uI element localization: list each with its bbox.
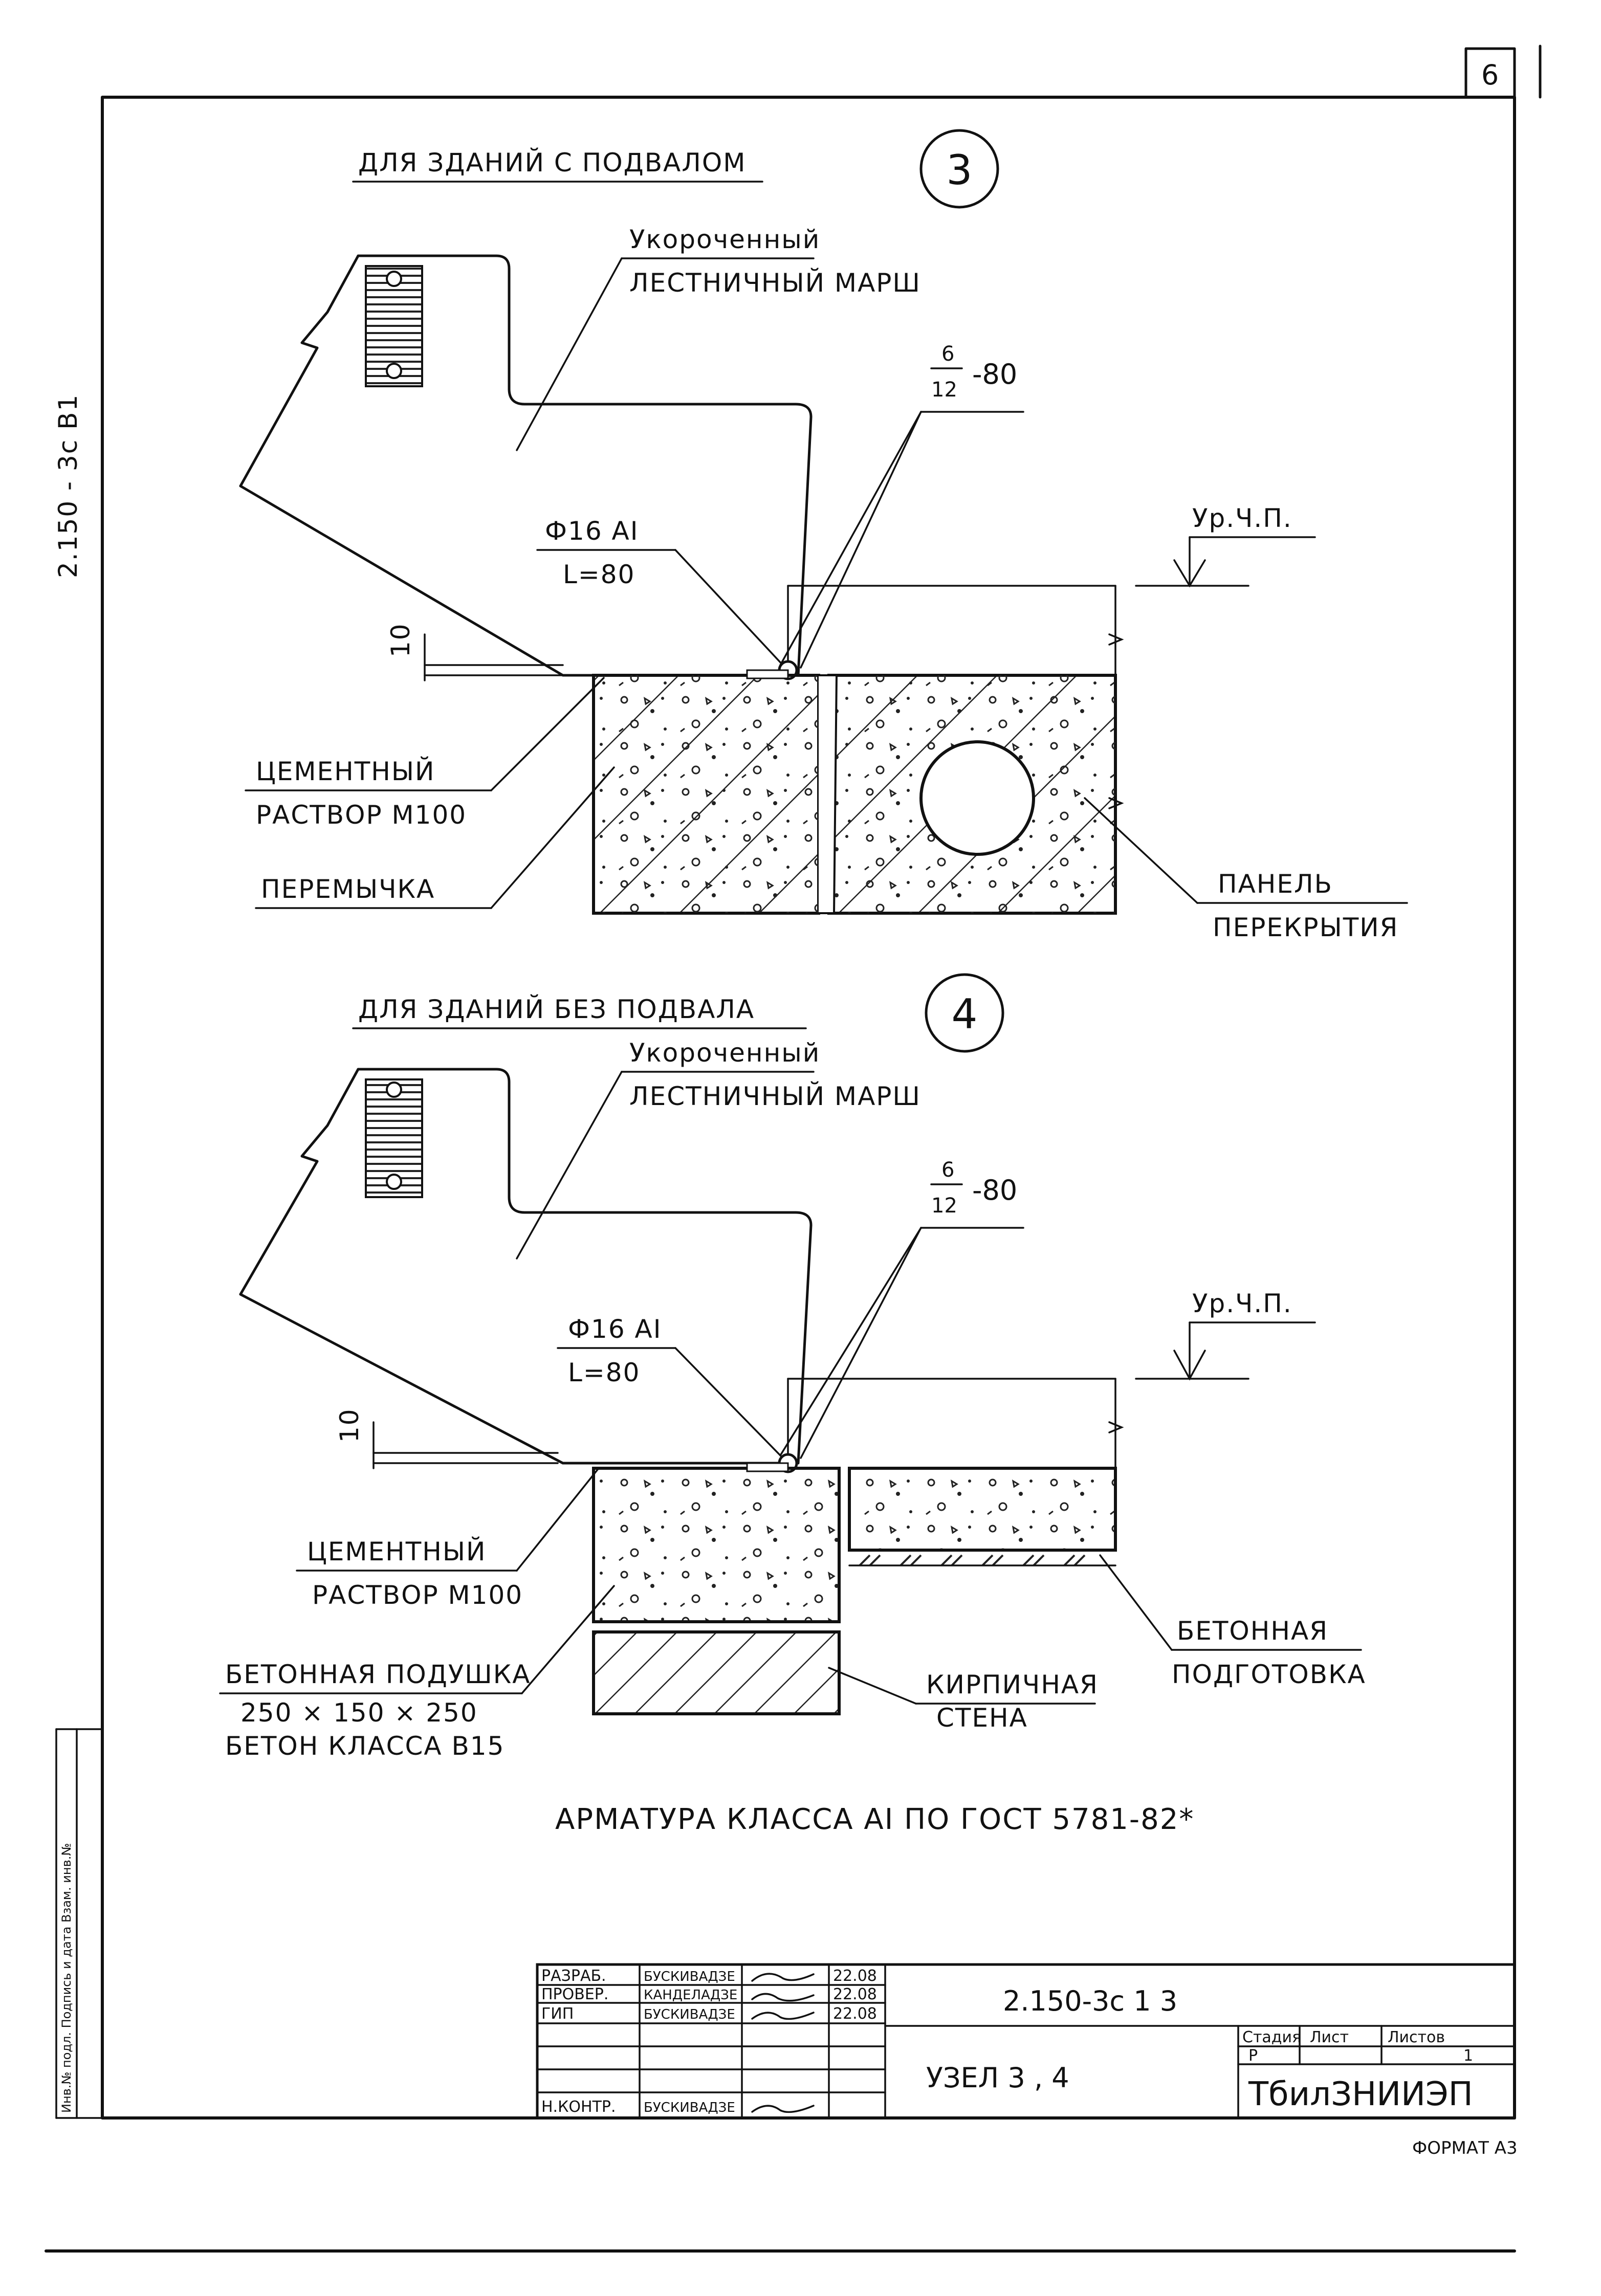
node-4-prep-2: ПОДГОТОВКА xyxy=(1172,1660,1366,1689)
node-3-weld-len: -80 xyxy=(972,358,1017,390)
page-number-box: 6 xyxy=(1464,45,1542,99)
node-3-stair-flight xyxy=(239,254,813,677)
node-4-pad-2: 250 × 150 × 250 xyxy=(240,1698,478,1728)
tb-role-3: Н.КОНТР. xyxy=(541,2098,616,2116)
node-3-bar-2: L=80 xyxy=(563,560,635,589)
tb-code: 2.150-3c 1 3 xyxy=(1003,1985,1177,2017)
node-4-marker xyxy=(925,973,1004,1053)
tb-sheet-header: Лист xyxy=(1310,2028,1349,2046)
node-3-lintel-label: ПЕРЕМЫЧКА xyxy=(261,874,435,904)
signature-0 xyxy=(751,1973,815,1982)
tb-date-1: 22.08 xyxy=(833,1985,877,2003)
tb-date-0: 22.08 xyxy=(833,1967,877,1985)
node-3-dim: 10 xyxy=(386,623,415,657)
node-4-mortar-2: РАСТВОР М100 xyxy=(312,1580,523,1610)
node-4-weld-bottom: 12 xyxy=(931,1194,957,1218)
node-4-concrete-prep xyxy=(848,1467,1117,1552)
node-3-weld-bottom: 12 xyxy=(931,378,957,402)
node-3-panel-1: ПАНЕЛЬ xyxy=(1218,869,1333,899)
tb-sheet-title: УЗЕЛ 3 , 4 xyxy=(926,2062,1069,2094)
tb-date-2: 22.08 xyxy=(833,2005,877,2023)
tb-name-3: БУСКИВАДЗЕ xyxy=(644,2100,735,2115)
node-3-panel-void xyxy=(919,740,1035,856)
tb-stage: Р xyxy=(1248,2047,1258,2065)
node-3-detail: ДЛЯ ЗДАНИЙ С ПОДВАЛОМ 3 Укороченный ЛЕСТ… xyxy=(239,129,1408,942)
node-4-level: Ур.Ч.П. xyxy=(1192,1289,1292,1318)
node-3-marker xyxy=(919,129,999,209)
node-3-panel-2: ПЕРЕКРЫТИЯ xyxy=(1213,913,1398,942)
tb-name-2: БУСКИВАДЗЕ xyxy=(644,2007,735,2022)
node-4-brick-1: КИРПИЧНАЯ xyxy=(926,1670,1099,1699)
node-4-pad-3: БЕТОН КЛАССА В15 xyxy=(225,1731,505,1761)
side-stamp: Инв.№ подл. Подпись и дата Взам. инв.№ xyxy=(59,1843,74,2113)
node-3-number: 3 xyxy=(947,146,973,194)
node-4-pad-1: БЕТОННАЯ ПОДУШКА xyxy=(225,1660,531,1689)
signature-3 xyxy=(751,2105,815,2113)
signature-2 xyxy=(751,2012,815,2020)
tb-name-1: КАНДЕЛАДЗЕ xyxy=(644,1988,737,2003)
node-3-mortar-2: РАСТВОР М100 xyxy=(256,800,467,830)
sheet-format: ФОРМАТ А3 xyxy=(1412,2138,1518,2158)
node-4-dim: 10 xyxy=(335,1408,364,1443)
tb-stage-header: Стадия xyxy=(1242,2028,1301,2046)
node-4-number: 4 xyxy=(952,990,978,1038)
sheet-frame xyxy=(45,96,1516,2253)
tb-sheets-header: Листов xyxy=(1388,2028,1445,2046)
tb-org: ТбилЗНИИЭП xyxy=(1248,2076,1473,2113)
node-3-weld-top: 6 xyxy=(941,342,954,366)
node-3-stair-label-1: Укороченный xyxy=(629,225,820,254)
tb-name-0: БУСКИВАДЗЕ xyxy=(644,1969,735,1984)
tb-role-2: ГИП xyxy=(541,2005,574,2023)
title-block: РАЗРАБ. ПРОВЕР. ГИП Н.КОНТР. БУСКИВАДЗЕ … xyxy=(536,1963,1516,2120)
node-4-bar-1: Ф16 AI xyxy=(568,1314,662,1344)
node-3-mortar-1: ЦЕМЕНТНЫЙ xyxy=(256,756,435,786)
node-3-bar-1: Ф16 AI xyxy=(545,516,639,546)
page-number: 6 xyxy=(1481,59,1499,91)
node-4-title: ДЛЯ ЗДАНИЙ БЕЗ ПОДВАЛА xyxy=(358,994,755,1024)
tb-role-0: РАЗРАБ. xyxy=(541,1967,606,1985)
tb-role-1: ПРОВЕР. xyxy=(541,1985,608,2003)
side-code: 2.150 - 3c B1 xyxy=(53,394,83,578)
reinforcement-note: АРМАТУРА КЛАССА AI ПО ГОСТ 5781-82* xyxy=(555,1803,1194,1836)
signature-1 xyxy=(751,1993,815,2002)
node-3-title: ДЛЯ ЗДАНИЙ С ПОДВАЛОМ xyxy=(358,147,746,178)
node-4-weld-len: -80 xyxy=(972,1174,1017,1206)
node-4-weld-top: 6 xyxy=(941,1158,954,1182)
node-4-detail: ДЛЯ ЗДАНИЙ БЕЗ ПОДВАЛА 4 Укороченный ЛЕС… xyxy=(219,973,1366,1761)
node-4-brick-wall xyxy=(592,1630,841,1715)
node-4-stair-flight xyxy=(239,1068,813,1465)
node-3-stair-label-2: ЛЕСТНИЧНЫЙ МАРШ xyxy=(629,268,921,298)
node-4-bar-2: L=80 xyxy=(568,1358,640,1387)
node-4-concrete-pad xyxy=(592,1467,841,1623)
node-4-brick-2: СТЕНА xyxy=(936,1703,1028,1733)
node-4-prep-1: БЕТОННАЯ xyxy=(1177,1616,1328,1646)
node-4-stair-label-2: ЛЕСТНИЧНЫЙ МАРШ xyxy=(629,1081,921,1111)
node-4-stair-label-1: Укороченный xyxy=(629,1038,820,1068)
node-3-level: Ур.Ч.П. xyxy=(1192,503,1292,533)
tb-sheets-total: 1 xyxy=(1463,2047,1473,2065)
node-4-mortar-1: ЦЕМЕНТНЫЙ xyxy=(307,1536,486,1566)
